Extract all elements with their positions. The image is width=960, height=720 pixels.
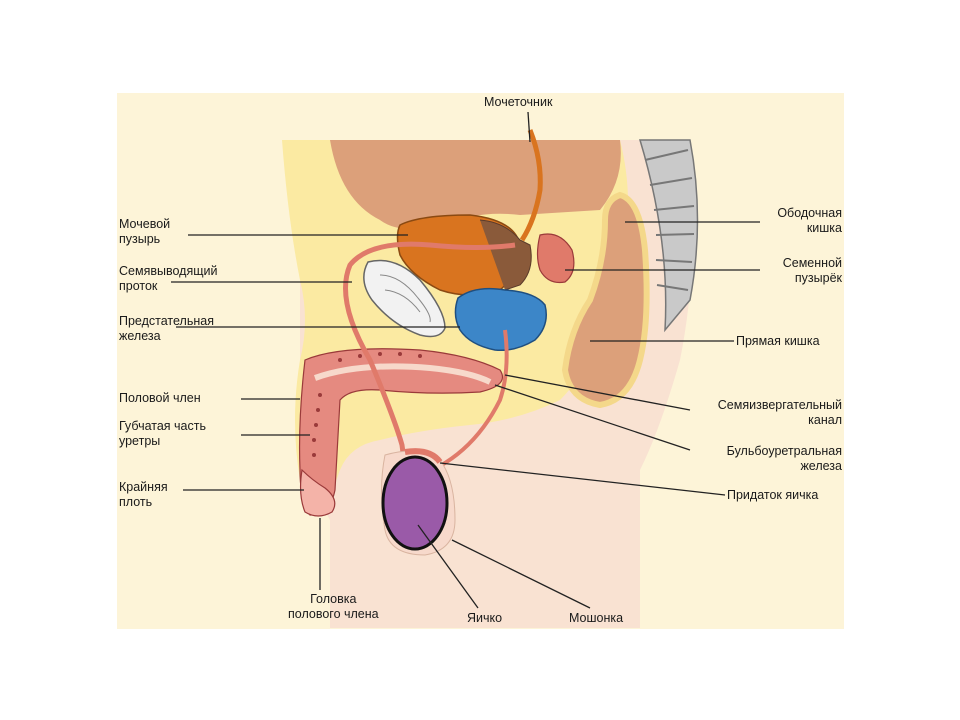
leader-bulbourethral — [494, 384, 691, 451]
leader-testis — [417, 524, 479, 609]
pubic-bone — [363, 259, 446, 338]
leader-scrotum — [451, 539, 591, 609]
seminal-vesicle-shape — [536, 233, 575, 284]
label-scrotum: Мошонка — [569, 611, 624, 625]
rectum-shape — [561, 191, 650, 409]
label-ureter: Мочеточник — [484, 95, 553, 109]
leader-ejaculatory-duct — [504, 374, 691, 411]
leader-epididymis — [439, 462, 726, 496]
pelvic-fat — [282, 140, 628, 500]
abdominal-cavity — [330, 140, 621, 229]
testis-shape — [381, 455, 449, 551]
leader-ureter — [527, 111, 531, 143]
label-rectum: Прямая кишка — [736, 334, 820, 348]
label-penis: Половой член — [119, 391, 201, 405]
prostate-shape — [454, 287, 547, 352]
glans-shape — [299, 468, 336, 517]
vas-deferens-shape — [343, 241, 516, 482]
epididymis-shape — [404, 448, 443, 464]
ureter-shape — [519, 129, 543, 242]
spongy-urethra-shape — [313, 363, 492, 385]
label-testis: Яичко — [467, 611, 503, 625]
label-epididymis: Придаток яичка — [727, 488, 819, 502]
